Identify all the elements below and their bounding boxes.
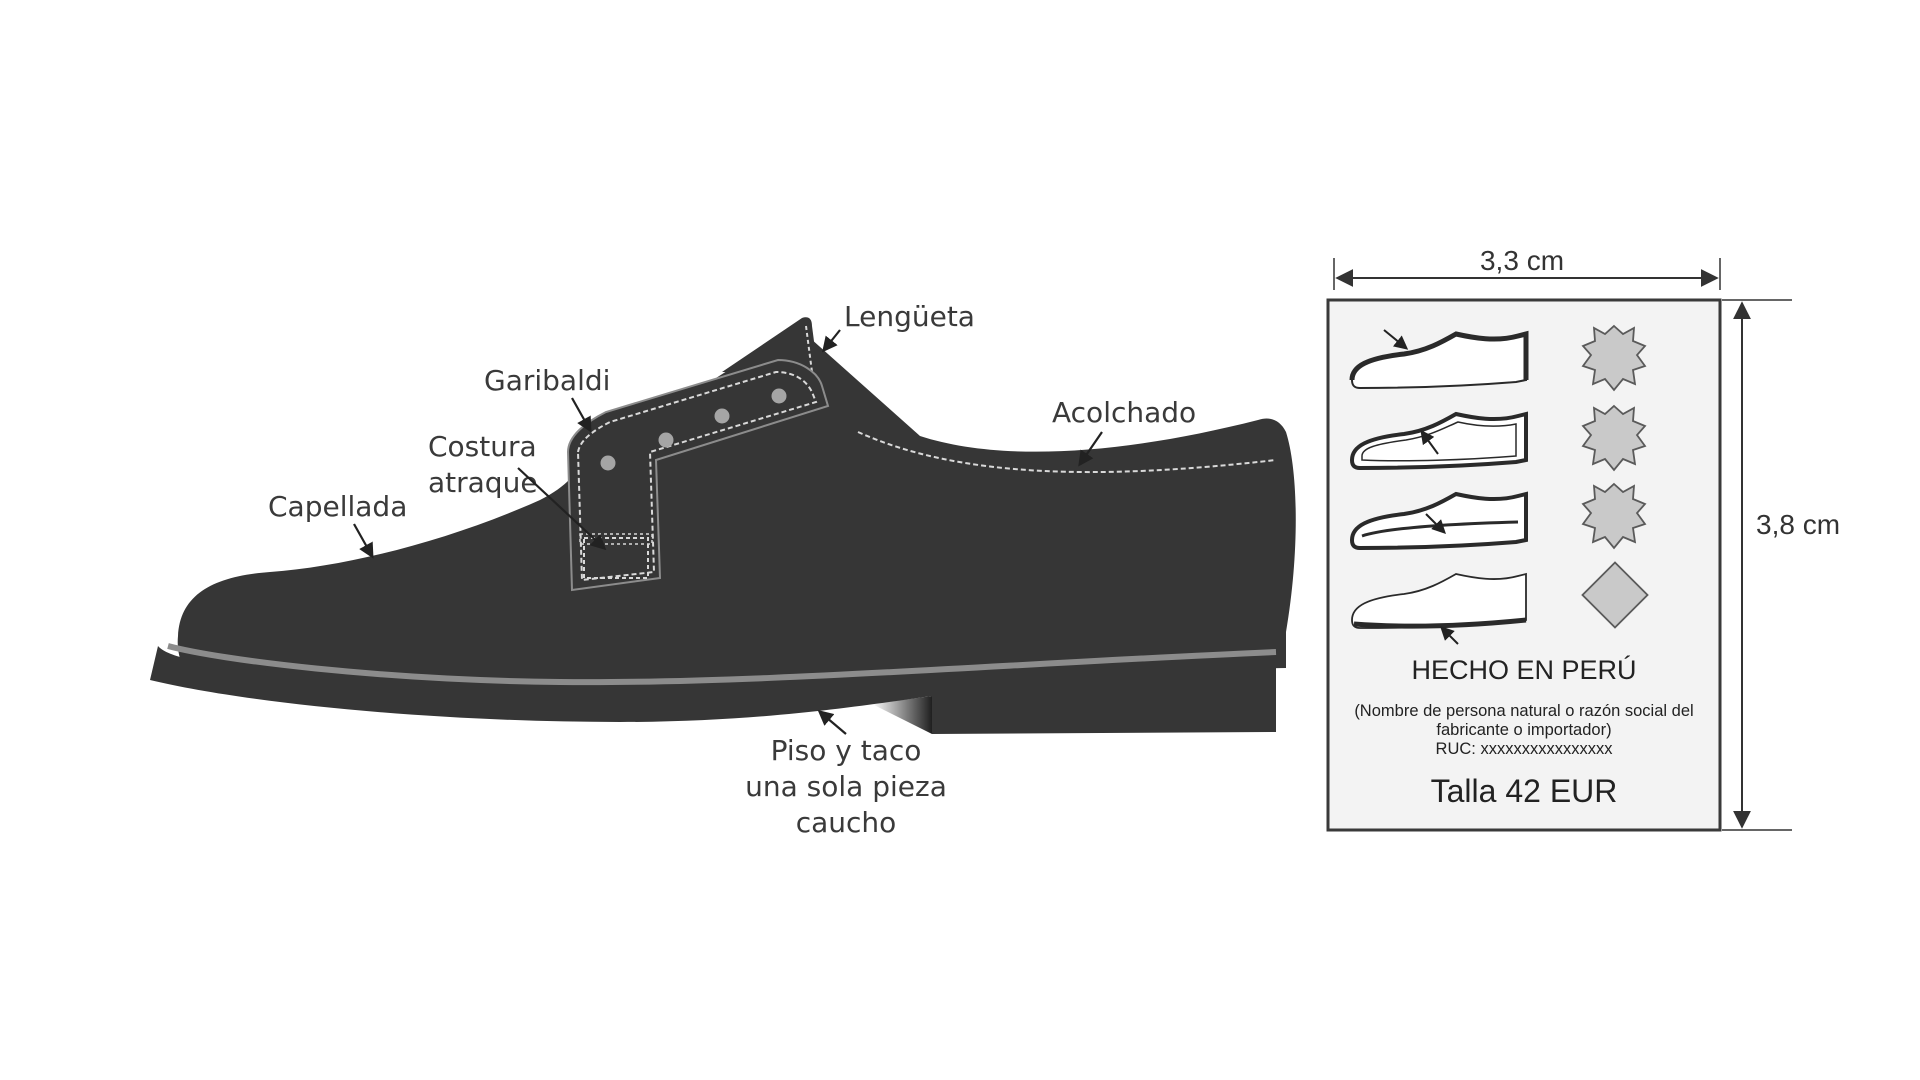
shoe-tongue: [722, 317, 818, 372]
made-in-text: HECHO EN PERÚ: [1411, 654, 1636, 685]
callout-piso-line2: una sola pieza: [745, 770, 947, 803]
shoe-upper: [177, 322, 1296, 701]
eyelet: [771, 388, 787, 404]
label-specimen: 3,3 cm 3,8 cm: [1326, 245, 1840, 832]
callout-piso-line3: caucho: [796, 806, 897, 839]
heel-shadow: [872, 696, 932, 734]
callout-lengueta: Lengüeta: [844, 300, 975, 333]
other-materials-diamond-icon: [1581, 561, 1649, 629]
callout-capellada-arrow: [353, 523, 374, 559]
insole-material-shoe-icon: [1349, 491, 1528, 551]
sole-stripe: [167, 643, 1277, 686]
callout-costura-line1: Costura: [428, 430, 537, 463]
callout-acolchado: Acolchado: [1052, 396, 1196, 429]
garibaldi-stitching-outer: [576, 370, 818, 582]
height-dimension-text: 3,8 cm: [1756, 509, 1840, 540]
callout-costura-arrow: [517, 467, 607, 551]
maker-text-line1: (Nombre de persona natural o razón socia…: [1354, 702, 1693, 720]
callout-garibaldi-arrow: [571, 397, 592, 433]
bartack-stitch: [583, 537, 649, 579]
shoe-illustration: [150, 317, 1296, 734]
callout-piso-line1: Piso y taco: [771, 734, 922, 767]
callout-piso-arrow: [817, 710, 847, 735]
callout-acolchado-arrow: [1078, 431, 1103, 467]
ruc-text: RUC: xxxxxxxxxxxxxxxx: [1436, 740, 1614, 758]
callout-lengueta-arrow: [822, 329, 841, 353]
maker-text-line2: fabricante o importador): [1436, 721, 1611, 739]
eyelet: [600, 455, 616, 471]
callout-capellada: Capellada: [268, 490, 407, 523]
size-text: Talla 42 EUR: [1431, 773, 1618, 809]
upper-material-shoe-icon: [1349, 329, 1529, 390]
callouts: Lengüeta Garibaldi Costura atraque Capel…: [268, 300, 1196, 839]
eyelet: [714, 408, 730, 424]
outsole-material-shoe-icon: [1351, 572, 1527, 645]
callout-costura-line2: atraque: [428, 466, 538, 499]
width-dimension-text: 3,3 cm: [1480, 245, 1564, 276]
eyelet: [658, 432, 674, 448]
collar-stitching: [857, 431, 1277, 474]
lining-material-shoe-icon: [1349, 411, 1528, 471]
callout-garibaldi: Garibaldi: [484, 364, 610, 397]
